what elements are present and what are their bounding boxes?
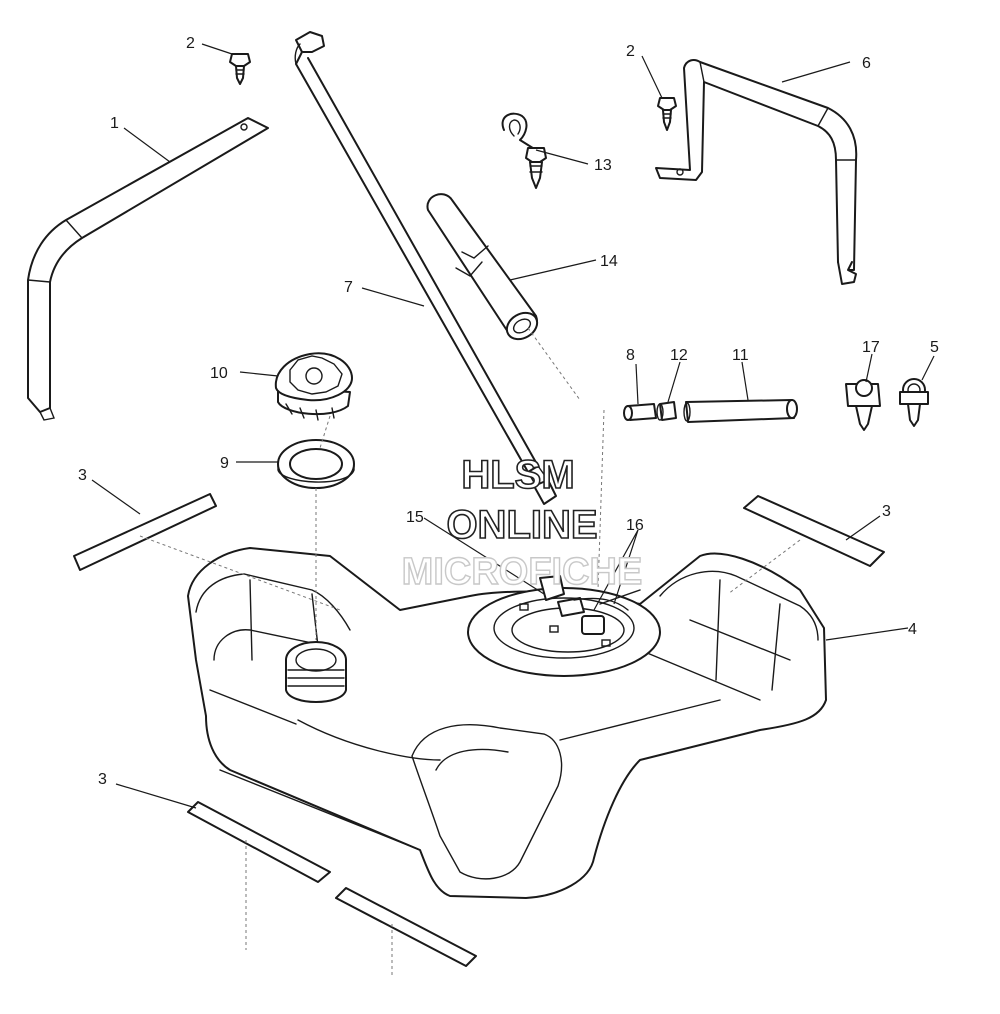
callout-1: 1 (110, 115, 119, 132)
callout-12: 12 (670, 347, 688, 364)
callout-17: 17 (862, 339, 880, 356)
part-12-clamp (656, 401, 677, 421)
part-6-strap (655, 59, 858, 285)
part-9-gasket (277, 439, 355, 489)
callout-3-upper-left: 3 (78, 467, 87, 484)
callout-13: 13 (594, 157, 612, 174)
callout-2-left: 2 (186, 35, 195, 52)
part-2-bolt-right (657, 97, 677, 131)
part-2-bolt-left (229, 53, 251, 85)
part-3-pad-upper-right (743, 495, 885, 567)
watermark-line-1: HLSM (461, 453, 574, 497)
callout-10: 10 (210, 365, 228, 382)
watermark-line-3: MICROFICHE (402, 551, 643, 593)
leader-lines (91, 43, 935, 809)
part-5-clip (899, 378, 929, 427)
callout-15: 15 (406, 509, 424, 526)
part-3-pad-upper-left (73, 493, 217, 571)
callout-3-lower: 3 (98, 771, 107, 788)
callout-16: 16 (626, 517, 644, 534)
callout-4: 4 (908, 621, 917, 638)
callout-5: 5 (930, 339, 939, 356)
callout-labels: 1 2 2 6 13 14 7 10 9 8 12 11 17 5 3 3 15… (78, 35, 939, 788)
callout-8: 8 (626, 347, 635, 364)
part-8-tube (623, 403, 657, 421)
part-3-pad-lower-right (335, 887, 477, 967)
callout-7: 7 (344, 279, 353, 296)
callout-2-right: 2 (626, 43, 635, 60)
callout-11: 11 (732, 347, 749, 364)
dashed-centerlines (139, 327, 801, 976)
callout-3-upper-right: 3 (882, 503, 891, 520)
watermark-line-2: ONLINE (446, 503, 597, 547)
part-3-pad-lower-left (187, 801, 331, 883)
part-4-fuel-tank (187, 547, 827, 899)
part-11-tube (683, 399, 798, 423)
part-1-strap (27, 117, 269, 421)
part-10-fuel-cap (274, 352, 353, 421)
watermark: HLSM ONLINE MICROFICHE (401, 452, 643, 594)
part-14-sleeve (426, 193, 539, 341)
callout-14: 14 (600, 253, 618, 270)
callout-9: 9 (220, 455, 229, 472)
part-7-hose (294, 31, 557, 505)
callout-6: 6 (862, 55, 871, 72)
part-17-valve (845, 379, 881, 431)
